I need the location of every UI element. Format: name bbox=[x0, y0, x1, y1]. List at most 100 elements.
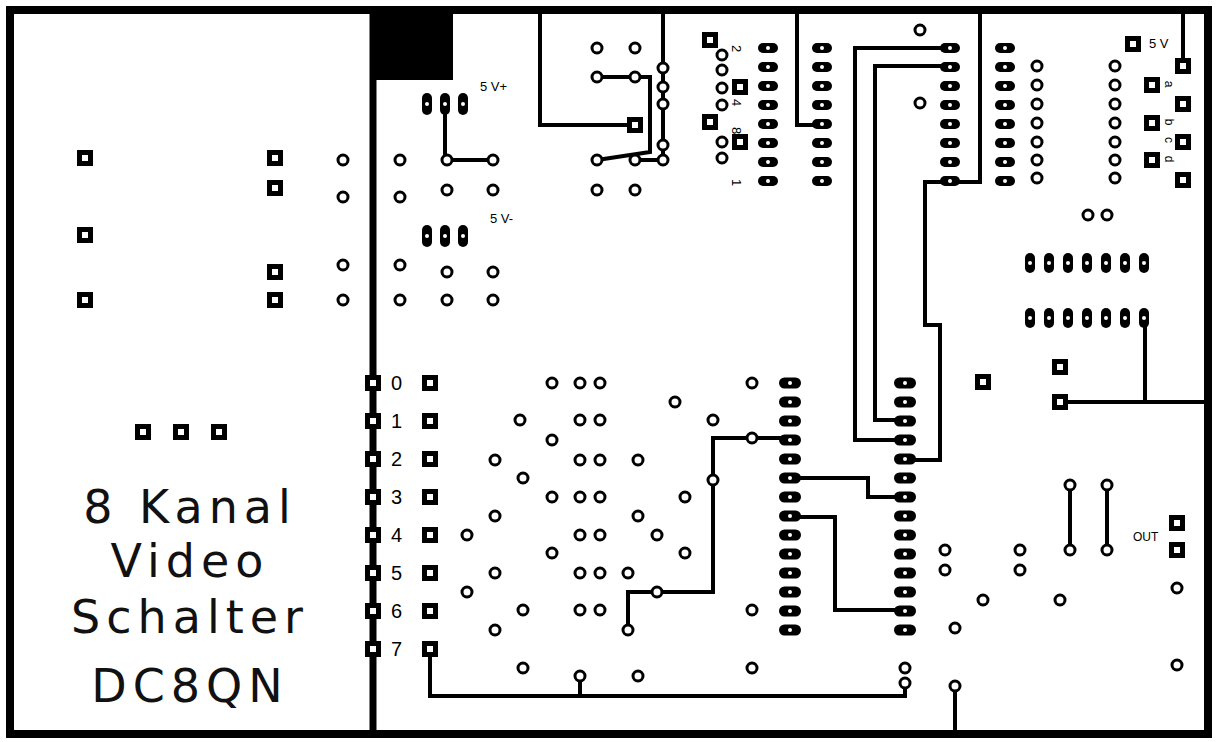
oval-pad bbox=[779, 416, 801, 427]
round-pad bbox=[717, 100, 727, 110]
round-pad bbox=[575, 671, 585, 681]
copper-trace bbox=[597, 77, 650, 160]
oval-pad bbox=[940, 138, 960, 148]
round-pad bbox=[940, 545, 950, 555]
output-letter: d bbox=[1163, 156, 1175, 163]
oval-pad bbox=[894, 435, 916, 446]
oval-pad bbox=[1044, 308, 1054, 328]
round-pad bbox=[1032, 80, 1042, 90]
round-pad bbox=[652, 530, 662, 540]
copper-fill bbox=[370, 12, 453, 80]
square-pad bbox=[422, 565, 438, 581]
round-pad bbox=[658, 63, 668, 73]
round-pad bbox=[708, 415, 718, 425]
round-pad bbox=[633, 671, 643, 681]
oval-pad bbox=[894, 568, 916, 579]
round-pad bbox=[950, 681, 960, 691]
round-pad bbox=[1032, 155, 1042, 165]
round-pad bbox=[1102, 545, 1112, 555]
oval-pad bbox=[1044, 253, 1054, 273]
round-pad bbox=[595, 530, 605, 540]
round-pad bbox=[442, 185, 452, 195]
round-pad bbox=[940, 565, 950, 575]
oval-pad bbox=[758, 43, 778, 53]
square-pad bbox=[77, 292, 93, 308]
oval-pad bbox=[1139, 253, 1149, 273]
oval-pad bbox=[758, 157, 778, 167]
round-pad bbox=[395, 260, 405, 270]
round-pad bbox=[633, 455, 643, 465]
square-pad bbox=[702, 32, 718, 48]
channel-number: 5 bbox=[391, 563, 402, 583]
round-pad bbox=[1032, 61, 1042, 71]
square-pad bbox=[732, 79, 748, 95]
round-pad bbox=[488, 295, 498, 305]
round-pad bbox=[490, 455, 500, 465]
square-pad bbox=[77, 150, 93, 166]
round-pad bbox=[592, 155, 602, 165]
output-letter: b bbox=[1163, 119, 1175, 126]
square-pad bbox=[365, 413, 381, 429]
oval-pad bbox=[1082, 308, 1092, 328]
oval-pad bbox=[1082, 253, 1092, 273]
round-pad bbox=[747, 663, 757, 673]
oval-pad bbox=[894, 587, 916, 598]
round-pad bbox=[515, 415, 525, 425]
round-pad bbox=[595, 378, 605, 388]
round-pad bbox=[490, 625, 500, 635]
round-pad bbox=[630, 155, 640, 165]
switch-value: 2 bbox=[730, 45, 743, 52]
board-title: Video bbox=[111, 538, 270, 584]
square-pad bbox=[732, 134, 748, 150]
round-pad bbox=[1032, 137, 1042, 147]
oval-pad bbox=[779, 511, 801, 522]
oval-pad bbox=[995, 100, 1015, 110]
square-pad bbox=[422, 603, 438, 619]
round-pad bbox=[488, 185, 498, 195]
square-pad bbox=[365, 527, 381, 543]
oval-pad bbox=[779, 625, 801, 636]
round-pad bbox=[547, 435, 557, 445]
round-pad bbox=[717, 153, 727, 163]
oval-pad bbox=[812, 119, 832, 129]
oval-pad bbox=[995, 81, 1015, 91]
oval-pad bbox=[812, 43, 832, 53]
square-pad bbox=[627, 117, 643, 133]
oval-pad bbox=[940, 176, 960, 186]
round-pad bbox=[595, 415, 605, 425]
round-pad bbox=[338, 192, 348, 202]
round-pad bbox=[670, 397, 680, 407]
round-pad bbox=[1015, 565, 1025, 575]
oval-pad bbox=[812, 81, 832, 91]
square-pad bbox=[135, 424, 151, 440]
channel-number: 3 bbox=[391, 487, 402, 507]
round-pad bbox=[900, 663, 910, 673]
round-pad bbox=[575, 492, 585, 502]
round-pad bbox=[575, 378, 585, 388]
round-pad bbox=[338, 260, 348, 270]
square-pad bbox=[422, 451, 438, 467]
copper-trace bbox=[628, 438, 790, 630]
square-pad bbox=[365, 603, 381, 619]
round-pad bbox=[1172, 660, 1182, 670]
oval-pad bbox=[758, 138, 778, 148]
oval-pad bbox=[779, 397, 801, 408]
oval-pad bbox=[458, 225, 468, 247]
round-pad bbox=[630, 72, 640, 82]
round-pad bbox=[950, 623, 960, 633]
oval-pad bbox=[940, 100, 960, 110]
round-pad bbox=[1110, 137, 1120, 147]
round-pad bbox=[462, 530, 472, 540]
oval-pad bbox=[1063, 308, 1073, 328]
oval-pad bbox=[894, 397, 916, 408]
square-pad bbox=[422, 527, 438, 543]
square-pad bbox=[1175, 134, 1191, 150]
copper-trace bbox=[540, 12, 635, 125]
copper-trace bbox=[445, 104, 493, 160]
round-pad bbox=[1083, 210, 1093, 220]
round-pad bbox=[1110, 118, 1120, 128]
oval-pad bbox=[995, 62, 1015, 72]
round-pad bbox=[547, 548, 557, 558]
round-pad bbox=[595, 605, 605, 615]
supply-label: 5 V bbox=[1149, 37, 1169, 50]
